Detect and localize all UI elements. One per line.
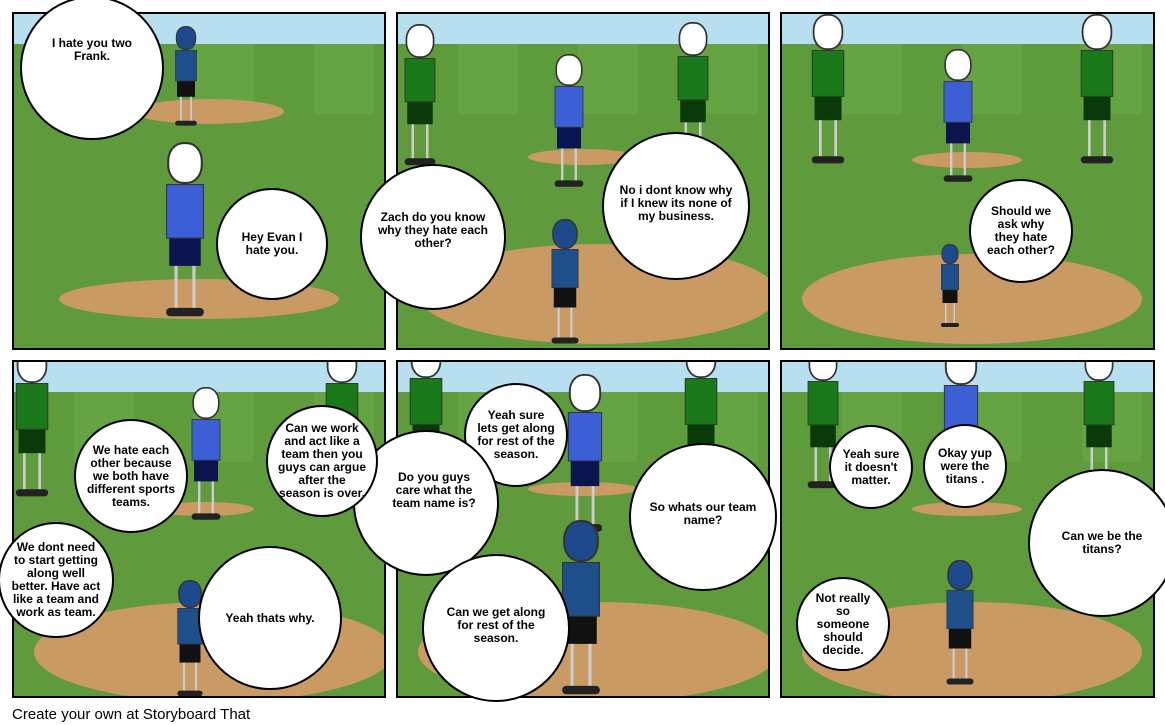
speech-bubble: Hey Evan I hate you.: [216, 188, 328, 300]
storyboard-that-footer-link[interactable]: Create your own at Storyboard That: [12, 706, 251, 723]
speech-bubble: So whats our team name?: [629, 443, 777, 591]
character-blue-player: [942, 49, 974, 182]
speech-bubble: Can we get along for rest of the season.: [422, 554, 570, 702]
speech-bubble: Okay yup were the titans .: [923, 424, 1007, 508]
character-blue-player: [190, 387, 222, 520]
character-catcher: [174, 26, 198, 126]
character-green-player: [806, 362, 840, 489]
character-green-player: [14, 362, 50, 497]
character-green-player: [1079, 14, 1115, 164]
speech-bubble: Not really so someone should decide.: [796, 577, 890, 671]
speech-bubble: Yeah sure it doesn't matter.: [829, 425, 913, 509]
panel-3: [780, 12, 1155, 350]
character-blue-player: [164, 142, 206, 317]
infield-dirt: [802, 254, 1142, 344]
speech-bubble: Should we ask why they hate each other?: [969, 179, 1073, 283]
pitchers-mound: [912, 152, 1022, 168]
speech-bubble: Yeah thats why.: [198, 546, 342, 690]
character-catcher: [560, 520, 602, 695]
character-catcher: [940, 244, 960, 327]
pitchers-mound: [528, 482, 638, 496]
speech-bubble: I hate you two Frank.: [20, 0, 164, 140]
character-catcher: [945, 560, 975, 685]
speech-bubble: We dont need to start getting along well…: [0, 522, 114, 638]
character-green-player: [403, 24, 437, 166]
character-blue-player: [553, 54, 585, 187]
speech-bubble: No i dont know why if I knew its none of…: [602, 132, 750, 280]
character-blue-player: [566, 374, 604, 532]
character-green-player: [810, 14, 846, 164]
base-dirt: [134, 99, 284, 124]
speech-bubble: Can we be the titans?: [1028, 469, 1165, 617]
speech-bubble: We hate each other because we both have …: [74, 419, 188, 533]
speech-bubble: Zach do you know why they hate each othe…: [360, 164, 506, 310]
character-catcher: [550, 219, 580, 344]
pitchers-mound: [528, 149, 638, 165]
pitchers-mound: [912, 502, 1022, 516]
character-green-player: [1082, 362, 1116, 489]
speech-bubble: Can we work and act like a team then you…: [266, 405, 378, 517]
